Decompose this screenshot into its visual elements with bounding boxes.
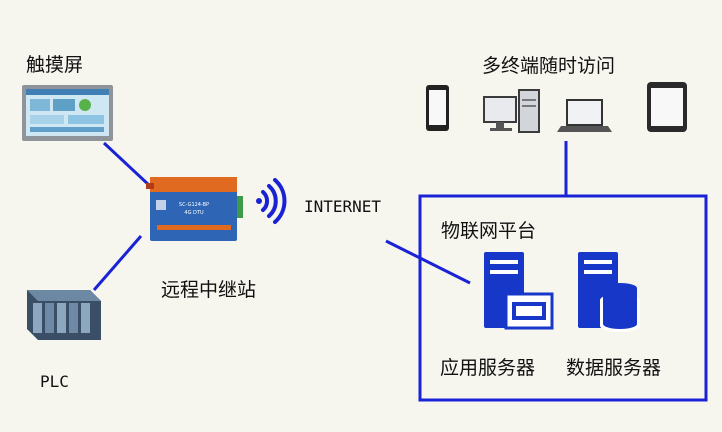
database-server-icon <box>578 252 640 332</box>
multi-terminal-label: 多终端随时访问 <box>482 55 616 77</box>
link-internet-platform <box>385 239 471 285</box>
router-type-text: 4G DTU <box>184 210 204 216</box>
wireless-signal-icon <box>256 178 287 224</box>
link-plc-relay <box>92 235 143 291</box>
app-server-label: 应用服务器 <box>440 357 536 379</box>
plc-label: PLC <box>40 372 69 391</box>
4g-dtu-router-icon: SC-G124-BP 4G DTU <box>146 177 243 241</box>
desktop-pc-icon <box>483 89 540 133</box>
link-touchscreen-relay <box>102 141 152 188</box>
data-server-label: 数据服务器 <box>566 357 662 379</box>
laptop-icon <box>557 99 612 132</box>
hmi-panel-icon <box>22 85 113 141</box>
relay-station-label: 远程中继站 <box>161 279 257 301</box>
tablet-icon <box>647 82 687 132</box>
touchscreen-label: 触摸屏 <box>26 54 84 76</box>
smartphone-icon <box>426 85 449 131</box>
router-model-text: SC-G124-BP <box>179 202 209 208</box>
internet-label: INTERNET <box>304 197 382 216</box>
plc-rack-icon <box>27 290 101 340</box>
iot-platform-label: 物联网平台 <box>441 220 537 242</box>
iot-platform-box <box>418 194 708 402</box>
application-server-icon <box>484 252 554 330</box>
